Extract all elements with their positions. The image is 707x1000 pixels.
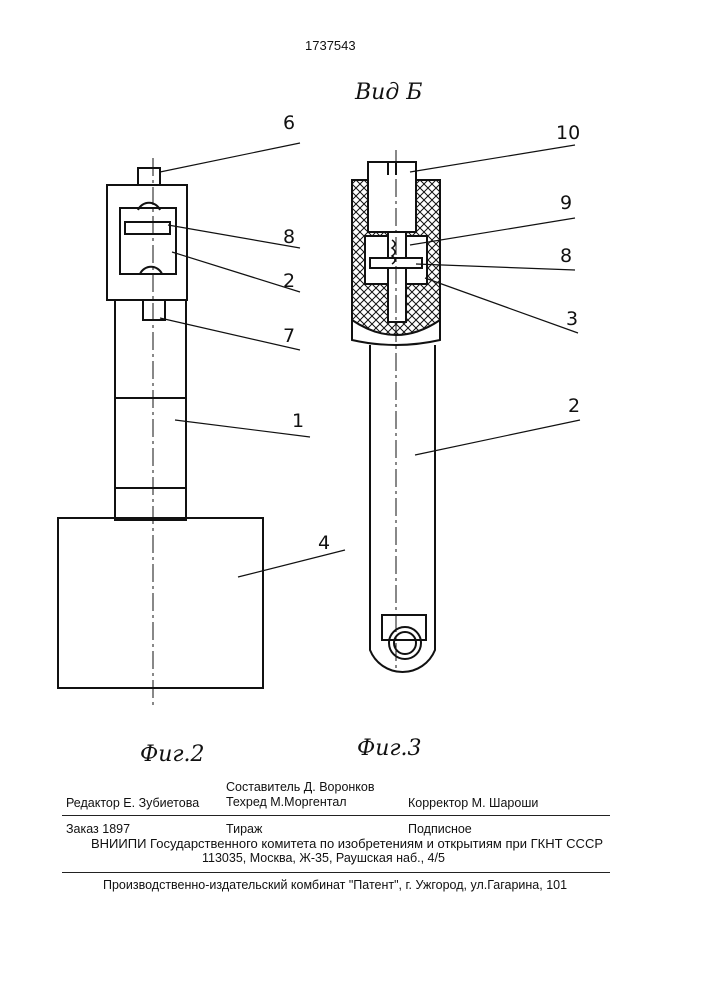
- label-7: 7: [283, 325, 295, 347]
- divider: [62, 872, 610, 873]
- fig3-caption: Фиг.3: [357, 736, 422, 761]
- label-2b: 2: [568, 395, 580, 417]
- editor: Редактор Е. Зубиетова: [66, 796, 199, 810]
- label-9: 9: [560, 192, 572, 214]
- address: 113035, Москва, Ж-35, Раушская наб., 4/5: [202, 851, 445, 865]
- fig2-screw-7: [143, 300, 165, 320]
- compiler: Составитель Д. Воронков: [226, 780, 375, 794]
- label-6: 6: [283, 112, 295, 134]
- publisher: Производственно-издательский комбинат "П…: [103, 878, 567, 892]
- label-8b: 8: [560, 245, 572, 267]
- subscription: Подписное: [408, 822, 472, 836]
- label-3: 3: [566, 308, 578, 330]
- fig2-caption: Фиг.2: [140, 742, 205, 767]
- divider: [62, 815, 610, 816]
- label-10: 10: [556, 122, 580, 144]
- organization: ВНИИПИ Государственного комитета по изоб…: [91, 836, 603, 851]
- label-8: 8: [283, 226, 295, 248]
- order: Заказ 1897: [66, 822, 130, 836]
- fig2-screw-6: [138, 168, 160, 185]
- label-4: 4: [318, 532, 330, 554]
- label-2: 2: [283, 270, 295, 292]
- label-1: 1: [292, 410, 304, 432]
- circulation: Тираж: [226, 822, 262, 836]
- fig2-base-4: [58, 518, 263, 688]
- fig3-drawing: [352, 145, 580, 672]
- techred: Техред М.Моргентал: [226, 795, 347, 809]
- corrector: Корректор М. Шароши: [408, 796, 538, 810]
